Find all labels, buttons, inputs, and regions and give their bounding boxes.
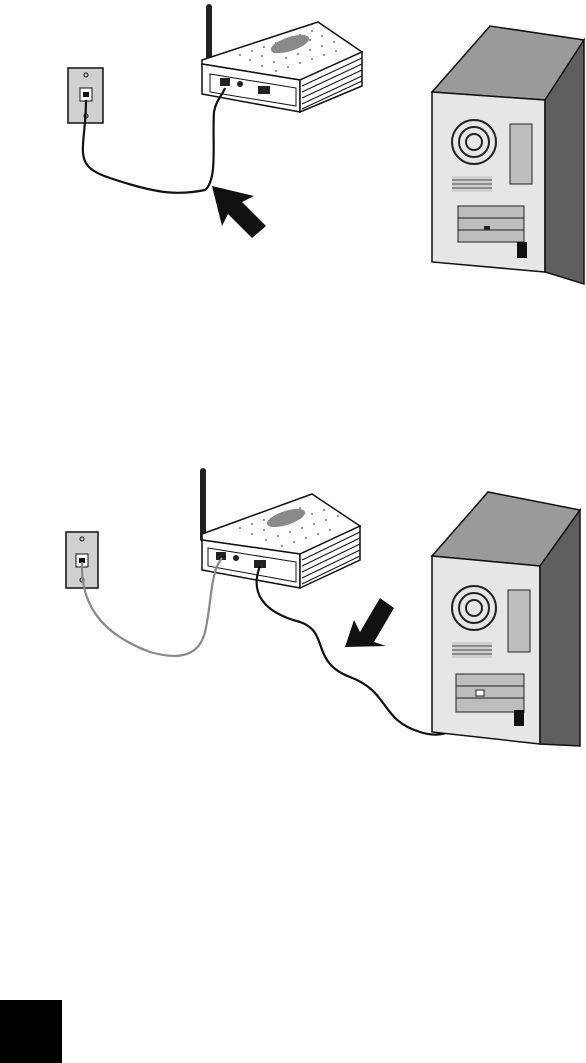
wireless-modem-icon (202, 4, 362, 112)
desktop-computer-icon (432, 26, 584, 284)
arrow-icon (212, 186, 266, 238)
wireless-modem-icon (200, 468, 360, 588)
diagram-phone-line-svg (0, 0, 586, 290)
arrow-icon (345, 598, 394, 647)
desktop-computer-icon (432, 492, 580, 746)
page-tab (0, 1000, 62, 1063)
diagram-computer-svg (0, 462, 586, 762)
phone-cable (83, 88, 225, 193)
phone-cable (82, 558, 222, 656)
diagram-connect-computer (0, 462, 586, 762)
diagram-connect-phone-line (0, 0, 586, 290)
